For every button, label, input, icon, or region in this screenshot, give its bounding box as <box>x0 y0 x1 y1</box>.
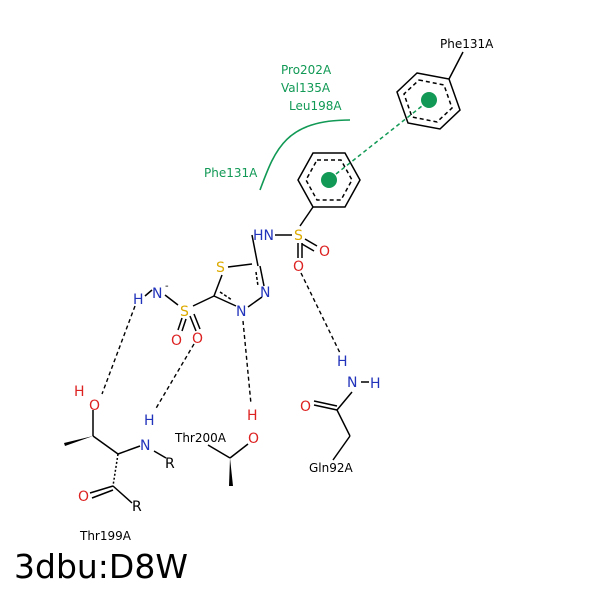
atom-h-nminus: H <box>133 292 144 308</box>
atom-n-ring1: N <box>260 285 270 301</box>
phe131-ring-centroid <box>421 92 437 108</box>
atom-o-carbonyl: O <box>78 489 89 505</box>
residue-label-pro202: Pro202A <box>281 63 332 77</box>
atom-s-sulfonamide: S <box>294 228 303 244</box>
hydrophobic-contact-arc <box>259 119 351 191</box>
atom-n-gln: N <box>347 375 357 391</box>
atom-n-minus: N <box>152 286 162 302</box>
atom-o-gln: O <box>300 399 311 415</box>
residue-label-thr199: Thr199A <box>79 529 132 543</box>
ligand-ring-centroid <box>321 172 337 188</box>
atom-h-thr199: H <box>74 384 85 400</box>
atom-r-n: R <box>165 456 175 472</box>
thr199-bonds <box>64 410 167 504</box>
ligand-bonds <box>144 206 318 332</box>
atom-o-s1: O <box>319 244 330 260</box>
atom-o-thr200: O <box>248 431 259 447</box>
residue-label-phe131-left: Phe131A <box>204 166 258 180</box>
pi-stacking-line <box>335 105 423 175</box>
residue-label-gln92: Gln92A <box>309 461 354 475</box>
ligand-phenyl-ring <box>297 152 361 208</box>
residue-label-val135: Val135A <box>281 81 331 95</box>
atom-minus-charge: - <box>165 281 169 292</box>
atom-h-gln: H <box>337 354 348 370</box>
atom-h-gln2: H <box>370 376 381 392</box>
atom-o-s2: O <box>293 259 304 275</box>
atom-o-lower1: O <box>171 333 182 349</box>
residue-label-leu198: Leu198A <box>289 99 342 113</box>
atom-n-ring2: N <box>236 304 246 320</box>
atom-o-thr199: O <box>89 398 100 414</box>
diagram-title: 3dbu:D8W <box>14 547 188 586</box>
atom-h-n-thr199: H <box>144 413 155 429</box>
atom-o-lower2: O <box>192 331 203 347</box>
atom-h-thr200: H <box>247 408 258 424</box>
atom-hn: HN <box>253 228 274 244</box>
atom-s-ring: S <box>216 260 225 276</box>
atom-n-thr199: N <box>140 438 150 454</box>
residue-label-phe131-top: Phe131A <box>440 37 494 51</box>
phe131-ring <box>396 51 464 130</box>
thr200-bonds <box>207 443 249 486</box>
atom-r-carbonyl: R <box>132 499 142 515</box>
gln92-bonds <box>313 381 369 461</box>
hydrogen-bonds <box>101 272 341 411</box>
atom-s-lower: S <box>180 304 189 320</box>
residue-label-thr200: Thr200A <box>174 431 227 445</box>
